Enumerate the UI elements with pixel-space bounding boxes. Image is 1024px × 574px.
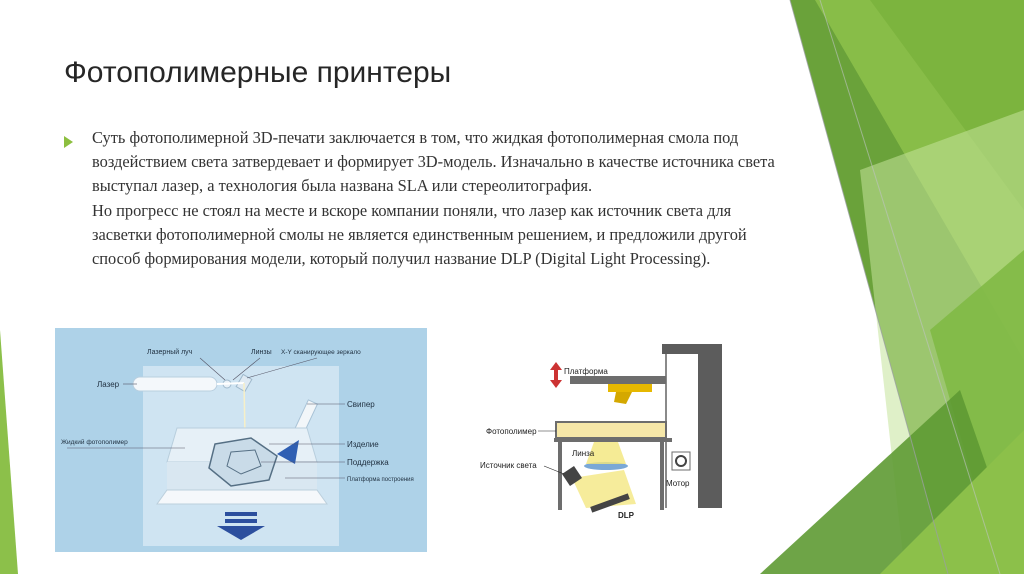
arrow-bar-1 <box>225 512 257 516</box>
dlp-frame-column <box>698 344 722 508</box>
dlp-printed-part <box>614 392 632 404</box>
deco-thin-line-1 <box>789 0 949 574</box>
dlp-resin-vat <box>555 421 667 439</box>
laser-tube <box>132 376 218 392</box>
slide-title: Фотополимерные принтеры <box>64 56 452 89</box>
label-light-source: Источник света <box>480 461 537 470</box>
label-sweeper: Свипер <box>347 400 375 409</box>
printed-part-face <box>226 449 262 475</box>
label-platform: Платформа <box>564 367 608 376</box>
dlp-platform-plate <box>608 384 652 392</box>
sweep-arrow-icon <box>277 440 299 464</box>
label-build-platform: Платформа построения <box>347 477 414 483</box>
label-liquid-photopolymer: Жидкий фотополимер <box>61 438 128 446</box>
dlp-light-source <box>562 466 582 486</box>
label-laser: Лазер <box>97 380 120 389</box>
updown-arrow-shaft <box>554 370 558 380</box>
motor-icon <box>675 455 687 467</box>
laser-beam-line <box>216 382 245 385</box>
leader-mirror <box>246 357 318 379</box>
body-paragraph-1: Суть фотополимерной 3D-печати заключаетс… <box>92 128 775 196</box>
arrow-bar-2 <box>225 519 257 523</box>
up-arrow-icon <box>550 362 562 370</box>
label-xy-mirror: X-Y сканирующее зеркало <box>281 349 361 356</box>
leader-lenses <box>232 357 261 381</box>
printed-part <box>208 437 278 487</box>
label-photopolymer: Фотополимер <box>486 427 537 436</box>
dlp-mirror <box>590 493 630 513</box>
label-part: Изделие <box>347 440 379 449</box>
body-paragraph-2: Но прогресс не стоял на месте и вскоре к… <box>92 200 747 269</box>
deco-thin-line-2 <box>819 0 1001 574</box>
deco-left-green-sliver <box>0 330 18 574</box>
leader-light-source <box>543 465 565 475</box>
dlp-light-cone-upper <box>586 442 626 464</box>
label-lenses: Линзы <box>251 349 272 356</box>
label-motor: Мотор <box>666 479 690 488</box>
deco-bottom-right-triangle <box>880 430 1024 574</box>
down-arrow-icon <box>217 526 265 540</box>
dlp-frame-top <box>662 344 698 354</box>
label-support: Поддержка <box>347 458 389 467</box>
label-lens: Линза <box>572 449 595 458</box>
down-arrow-icon <box>550 380 562 388</box>
laser-beam-down <box>243 382 246 437</box>
leader-laser-beam <box>199 357 226 381</box>
dlp-vat-base <box>554 438 672 442</box>
dlp-printer-diagram: Платформа Фотополимер Линза Источник све… <box>480 344 722 520</box>
label-laser-beam: Лазерный луч <box>147 348 193 356</box>
label-dlp: DLP <box>618 511 635 520</box>
dlp-platform-arm <box>570 376 666 384</box>
sla-printer-diagram: Лазерный луч Линзы X-Y сканирующее зерка… <box>55 328 427 552</box>
slide-body-text: Суть фотополимерной 3D-печати заключаетс… <box>92 126 782 271</box>
build-platform <box>156 489 328 505</box>
motor-box <box>671 451 691 471</box>
bullet-triangle-icon <box>64 136 73 148</box>
